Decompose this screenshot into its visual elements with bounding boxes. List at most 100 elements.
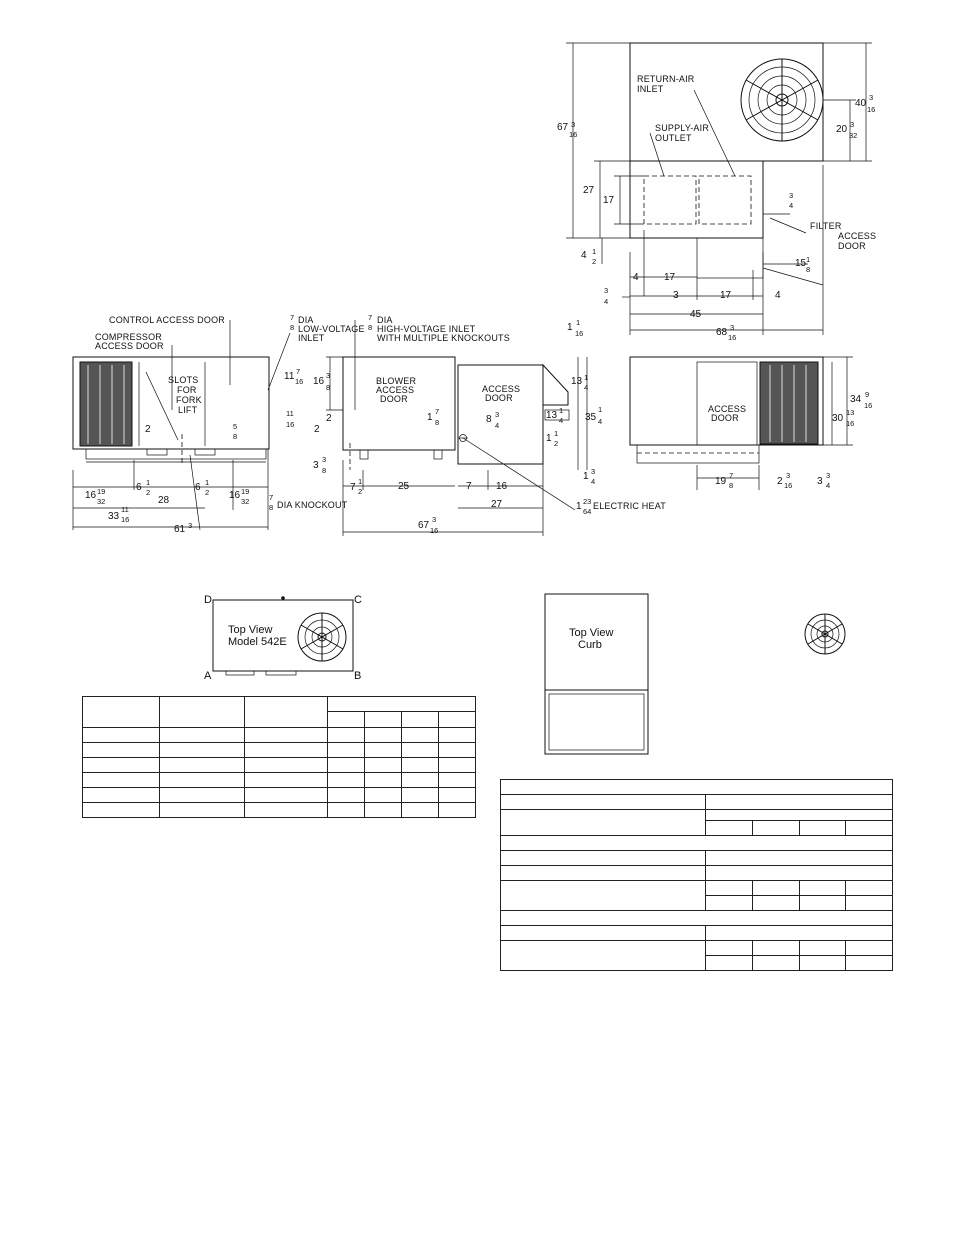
svg-text:3: 3 (673, 290, 679, 301)
svg-text:ACCESS: ACCESS (838, 231, 876, 241)
svg-text:4: 4 (591, 477, 595, 486)
svg-text:FOR: FOR (177, 385, 197, 395)
svg-text:ACCESS: ACCESS (376, 385, 414, 395)
knockout-label: DIA KNOCKOUT (277, 500, 348, 510)
svg-text:2: 2 (145, 424, 151, 435)
low-voltage-inlet-label: DIA (298, 315, 314, 325)
svg-text:HIGH-VOLTAGE INLET: HIGH-VOLTAGE INLET (377, 324, 476, 334)
svg-text:33: 33 (108, 511, 120, 522)
top-view-model-line2: Model 542E (228, 636, 287, 648)
svg-text:8: 8 (435, 418, 439, 427)
svg-text:27: 27 (583, 185, 595, 196)
top-view-curb-diagram: Top View Curb (544, 593, 846, 755)
svg-text:30: 30 (832, 413, 844, 424)
unit-left-view: CONTROL ACCESS DOOR COMPRESSOR ACCESS DO… (72, 313, 365, 535)
svg-text:2: 2 (592, 257, 596, 266)
table-cell (82, 696, 160, 728)
table-cell (401, 710, 439, 729)
svg-text:4: 4 (581, 250, 587, 261)
svg-text:1: 1 (806, 255, 810, 264)
svg-text:DOOR: DOOR (485, 393, 513, 403)
svg-text:3: 3 (326, 371, 330, 380)
svg-text:1: 1 (546, 433, 552, 444)
svg-text:3: 3 (591, 467, 595, 476)
svg-text:19: 19 (715, 476, 727, 487)
table-cell (438, 710, 476, 729)
svg-text:1: 1 (576, 501, 582, 512)
svg-text:32: 32 (849, 131, 857, 140)
svg-text:16: 16 (496, 481, 508, 492)
svg-text:16: 16 (575, 329, 583, 338)
svg-text:6: 6 (195, 482, 201, 493)
svg-text:7: 7 (290, 313, 294, 322)
svg-text:8: 8 (233, 432, 237, 441)
svg-text:8: 8 (269, 503, 273, 512)
top-view-model-diagram: Top View Model 542E D C A B (204, 594, 362, 682)
fan-icon (804, 613, 846, 655)
svg-text:11: 11 (286, 409, 294, 418)
svg-text:8: 8 (486, 414, 492, 425)
svg-text:3: 3 (432, 515, 436, 524)
svg-text:1: 1 (567, 322, 573, 333)
supply-air-label: SUPPLY-AIR (655, 123, 709, 133)
access-door-right-label: ACCESS (708, 404, 746, 414)
svg-text:2: 2 (777, 476, 783, 487)
svg-text:40: 40 (855, 98, 867, 109)
unit-front-view: 7 8 DIA HIGH-VOLTAGE INLET WITH MULTIPLE… (269, 313, 666, 536)
svg-text:5: 5 (233, 422, 237, 431)
svg-text:35: 35 (585, 412, 597, 423)
svg-text:1: 1 (576, 318, 580, 327)
svg-text:8: 8 (290, 323, 294, 332)
svg-text:2: 2 (314, 424, 320, 435)
svg-text:4: 4 (789, 201, 793, 210)
slots-fork-lift-label: SLOTS (168, 375, 199, 385)
svg-text:3: 3 (869, 93, 873, 102)
svg-text:16: 16 (313, 376, 325, 387)
corner-c: C (354, 594, 362, 606)
svg-text:16: 16 (121, 515, 129, 524)
svg-text:7: 7 (729, 471, 733, 480)
svg-text:LOW-VOLTAGE: LOW-VOLTAGE (298, 324, 365, 334)
svg-text:11: 11 (121, 505, 129, 514)
svg-text:7: 7 (350, 482, 356, 493)
svg-text:4: 4 (775, 290, 781, 301)
table-row (82, 727, 476, 743)
high-voltage-inlet-label: DIA (377, 315, 393, 325)
electric-heat-label: ELECTRIC HEAT (593, 501, 666, 511)
svg-text:ACCESS DOOR: ACCESS DOOR (95, 341, 164, 351)
corner-b: B (354, 670, 361, 682)
svg-text:16: 16 (846, 419, 854, 428)
svg-text:8: 8 (322, 466, 326, 475)
svg-text:16: 16 (784, 481, 792, 490)
svg-text:61: 61 (174, 524, 186, 535)
svg-text:4: 4 (633, 272, 639, 283)
svg-text:1: 1 (592, 247, 596, 256)
svg-text:8: 8 (806, 265, 810, 274)
svg-text:9: 9 (865, 390, 869, 399)
svg-text:17: 17 (664, 272, 676, 283)
corner-d: D (204, 594, 212, 606)
svg-text:16: 16 (864, 401, 872, 410)
svg-text:8: 8 (326, 383, 330, 392)
svg-text:11: 11 (284, 371, 295, 382)
compressor-access-door-label: COMPRESSOR (95, 332, 162, 342)
svg-text:7: 7 (435, 407, 439, 416)
corner-a: A (204, 670, 212, 682)
svg-text:2: 2 (205, 488, 209, 497)
svg-text:DOOR: DOOR (838, 241, 866, 251)
svg-text:3: 3 (786, 471, 790, 480)
clearance-table (499, 779, 893, 971)
svg-text:DOOR: DOOR (711, 413, 739, 423)
svg-text:3: 3 (826, 471, 830, 480)
svg-text:20: 20 (836, 124, 848, 135)
svg-text:4: 4 (584, 383, 588, 392)
svg-text:13: 13 (571, 376, 583, 387)
svg-text:13: 13 (846, 408, 854, 417)
svg-text:32: 32 (241, 497, 249, 506)
svg-text:OUTLET: OUTLET (655, 133, 692, 143)
svg-text:1: 1 (358, 477, 362, 486)
svg-text:17: 17 (603, 195, 615, 206)
svg-text:16: 16 (229, 490, 241, 501)
svg-text:16: 16 (728, 333, 736, 342)
svg-text:32: 32 (97, 497, 105, 506)
